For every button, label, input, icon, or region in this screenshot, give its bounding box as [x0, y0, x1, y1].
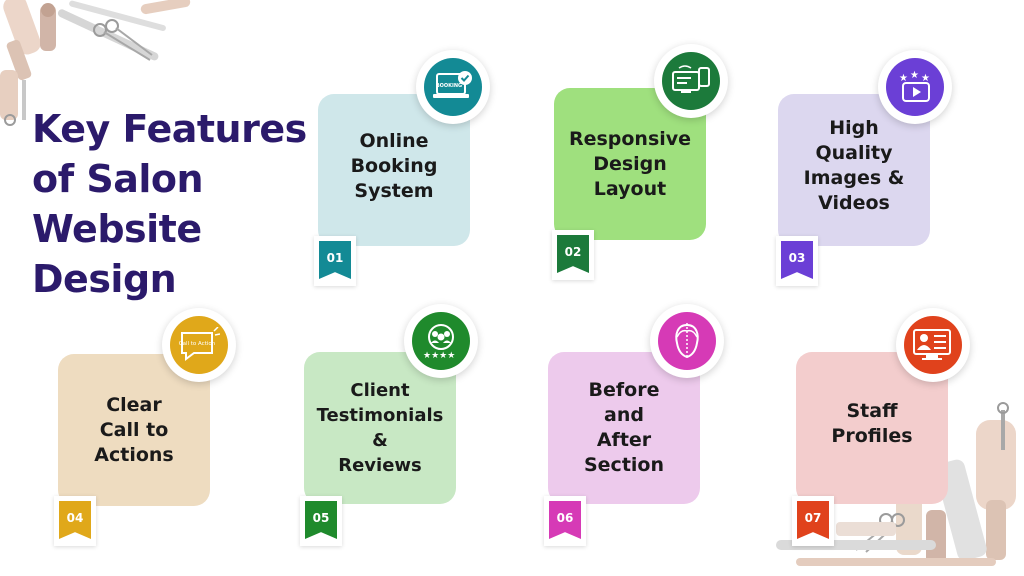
staff-profile-icon — [913, 329, 951, 360]
step-number: 02 — [557, 235, 589, 273]
card-label-line: Reviews — [338, 455, 422, 476]
step-number: 07 — [797, 501, 829, 539]
step-number: 04 — [59, 501, 91, 539]
card-label-line: Profiles — [831, 425, 913, 447]
card-label-line: System — [354, 179, 434, 202]
card-label: Before and After Section — [548, 352, 700, 504]
card-label-line: & — [372, 430, 388, 451]
step-number: 06 — [549, 501, 581, 539]
step-number: 03 — [781, 241, 813, 279]
step-badge: 01 — [314, 236, 356, 286]
card-label-line: Quality — [815, 142, 893, 164]
card-label-line: After — [596, 429, 652, 451]
svg-text:★★★★: ★★★★ — [423, 351, 455, 359]
booking-label: BOOKING — [436, 83, 462, 89]
salon-tools-decoration-top-left — [0, 0, 191, 126]
card-label-line: Call to — [99, 418, 169, 441]
title-line: of Salon — [32, 157, 204, 201]
icon-badge: ★ ★ ★ — [878, 50, 952, 124]
icon-badge: BOOKING — [416, 50, 490, 124]
card-label: Responsive Design Layout — [554, 88, 706, 240]
responsive-devices-icon — [672, 65, 710, 93]
svg-text:★: ★ — [910, 70, 919, 81]
step-badge: 04 — [54, 496, 96, 546]
icon-badge — [896, 308, 970, 382]
media-stars-icon: ★ ★ ★ — [899, 70, 930, 102]
icon-badge: Call to Action — [162, 308, 236, 382]
card-label: Staff Profiles — [796, 352, 948, 504]
card-label-line: Section — [583, 454, 664, 476]
card-label: Client Testimonials & Reviews — [304, 352, 456, 504]
call-to-action-label: Call to Action — [179, 341, 216, 347]
svg-text:★: ★ — [921, 73, 930, 84]
card-label-line: Layout — [593, 177, 667, 200]
step-badge: 05 — [300, 496, 342, 546]
salon-tools-decoration-bottom-right — [776, 402, 1016, 566]
feature-card-responsive-design: Responsive Design Layout — [554, 88, 706, 240]
card-label-line: High — [829, 117, 879, 139]
step-number: 05 — [305, 501, 337, 539]
title-line: Website — [32, 207, 202, 251]
feature-card-before-after: Before and After Section — [548, 352, 700, 504]
title-line: Design — [32, 257, 177, 301]
feature-card-client-testimonials: Client Testimonials & Reviews — [304, 352, 456, 504]
step-badge: 06 — [544, 496, 586, 546]
card-label-line: Design — [593, 152, 667, 175]
face-profile-icon — [675, 323, 699, 359]
card-label-line: Images & — [803, 167, 905, 189]
svg-text:★: ★ — [899, 73, 908, 84]
feature-card-high-quality-media: High Quality Images & Videos — [778, 94, 930, 246]
call-to-action-icon: Call to Action — [179, 327, 220, 361]
icon-badge — [650, 304, 724, 378]
card-label-line: Clear — [106, 393, 162, 416]
card-label-line: Client — [350, 380, 410, 401]
title-line: Key Features — [32, 107, 307, 151]
card-label: High Quality Images & Videos — [778, 94, 930, 246]
icon-badge — [654, 44, 728, 118]
card-label-line: Actions — [94, 443, 174, 466]
card-label-line: Videos — [818, 192, 890, 214]
card-label-line: Booking — [350, 154, 438, 177]
booking-laptop-icon: BOOKING — [433, 71, 472, 98]
card-label: Clear Call to Actions — [58, 354, 210, 506]
icon-badge: ★★★★ — [404, 304, 478, 378]
step-number: 01 — [319, 241, 351, 279]
card-label-line: Before — [588, 379, 660, 401]
step-badge: 07 — [792, 496, 834, 546]
card-label-line: Staff — [846, 400, 898, 422]
card-label-line: Testimonials — [316, 405, 444, 426]
card-label-line: Online — [359, 129, 429, 152]
testimonials-icon: ★★★★ — [423, 324, 455, 359]
step-badge: 03 — [776, 236, 818, 286]
page-title: Key Features of Salon Website Design — [32, 104, 322, 304]
card-label-line: Responsive — [568, 127, 692, 150]
card-label: Online Booking System — [318, 94, 470, 246]
card-label-line: and — [604, 404, 644, 426]
step-badge: 02 — [552, 230, 594, 280]
